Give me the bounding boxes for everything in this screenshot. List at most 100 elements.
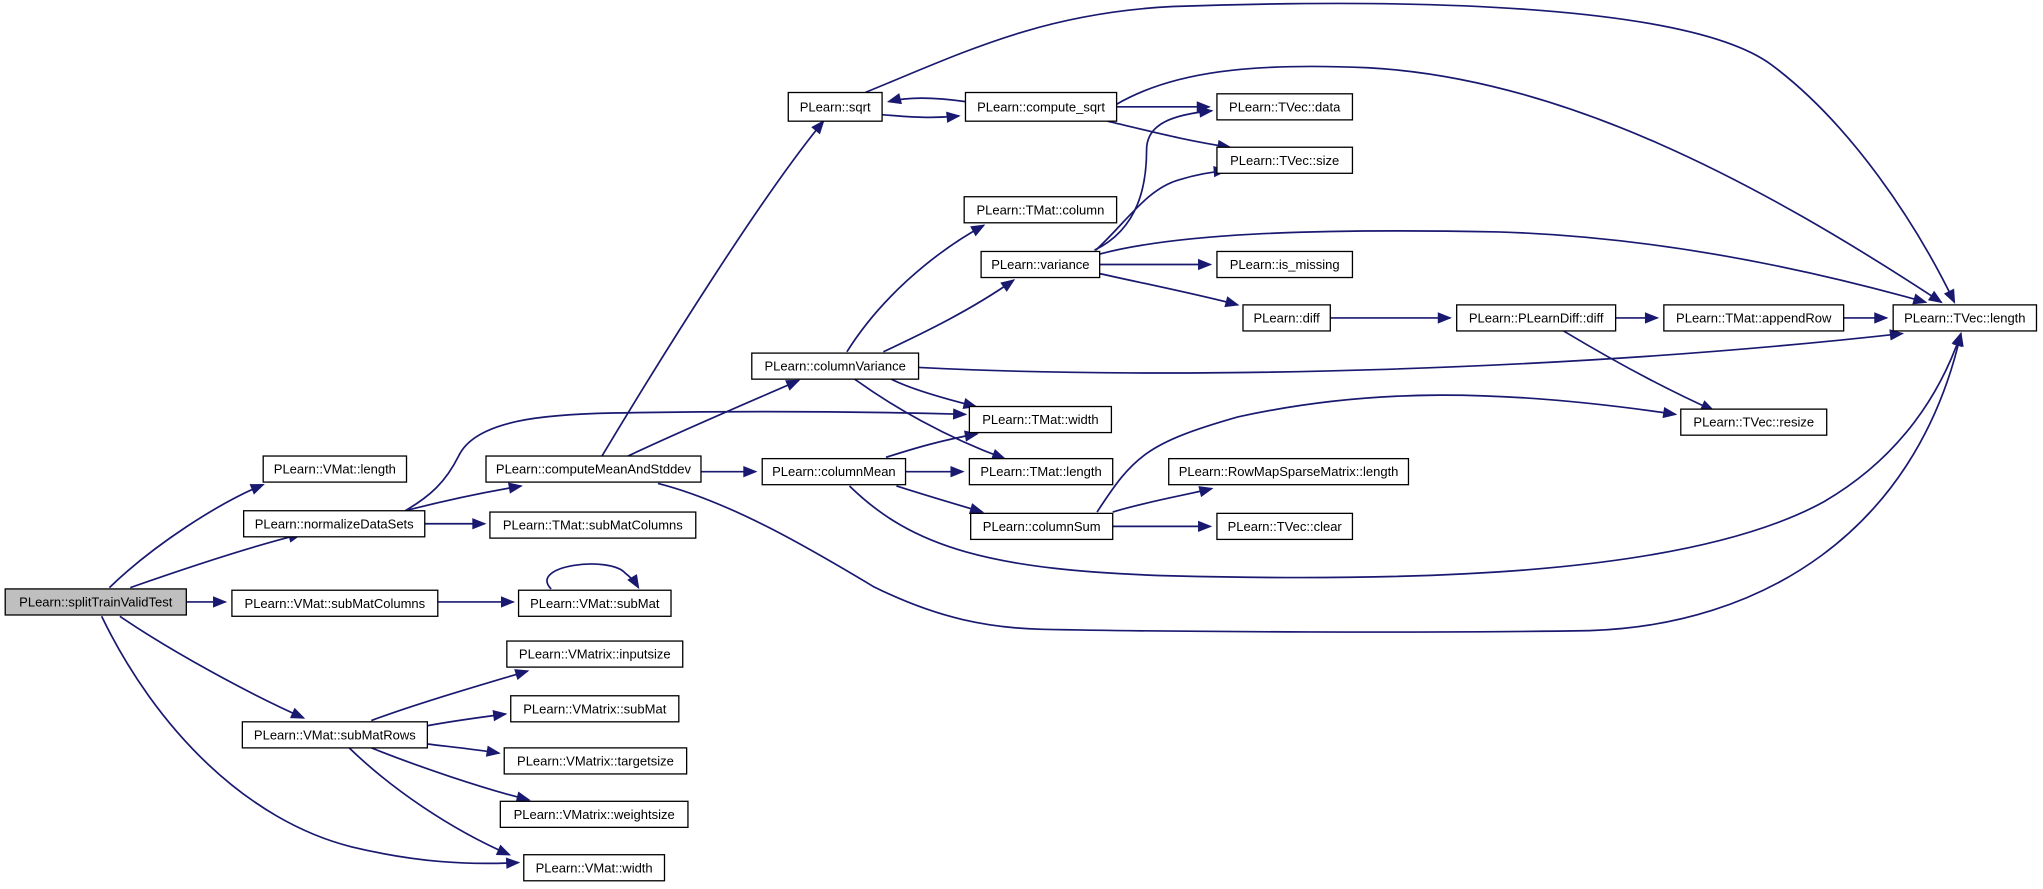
node-splitTrainValidTest[interactable]: PLearn::splitTrainValidTest	[4, 588, 187, 616]
edge-compute_sqrt-to-tvec_data	[1116, 101, 1211, 113]
node-computeMeanAndStddev[interactable]: PLearn::computeMeanAndStddev	[485, 455, 702, 483]
edge-vmat_subMat-to-vmat_subMat	[546, 563, 640, 590]
node-label: PLearn::VMat::subMat	[530, 596, 660, 611]
node-vmat-subMatColumns[interactable]: PLearn::VMat::subMatColumns	[231, 589, 439, 617]
node-box	[485, 455, 702, 483]
edge-plearndiff_diff-to-tvec_resize	[1563, 330, 1715, 412]
node-tmat-column[interactable]: PLearn::TMat::column	[963, 196, 1118, 224]
node-tmat-appendRow[interactable]: PLearn::TMat::appendRow	[1663, 304, 1845, 332]
node-compute-sqrt[interactable]: PLearn::compute_sqrt	[964, 91, 1118, 122]
edge-columnMean-to-tmat_length	[905, 466, 965, 478]
node-tvec-length[interactable]: PLearn::TVec::length	[1892, 304, 2038, 332]
edge-columnSum-to-rowmap_length	[1112, 486, 1214, 513]
node-label: PLearn::VMat::subMatRows	[254, 727, 416, 742]
node-label: PLearn::VMat::length	[274, 462, 396, 477]
edge-computeMeanAndStddev-to-sqrt	[601, 119, 825, 457]
node-normalizeDataSets[interactable]: PLearn::normalizeDataSets	[242, 510, 426, 538]
node-label: PLearn::VMatrix::targetsize	[517, 753, 674, 768]
edge-columnSum-to-tvec_clear	[1112, 520, 1213, 533]
node-label: PLearn::RowMapSparseMatrix::length	[1179, 464, 1399, 479]
node-box	[1242, 304, 1331, 332]
node-tmat-length[interactable]: PLearn::TMat::length	[968, 457, 1114, 486]
node-box	[4, 588, 187, 616]
node-label: PLearn::columnSum	[983, 519, 1101, 534]
node-box	[499, 800, 689, 829]
node-columnVariance[interactable]: PLearn::columnVariance	[751, 352, 920, 380]
node-box	[1216, 512, 1354, 541]
node-vmat-subMat[interactable]: PLearn::VMat::subMat	[517, 589, 672, 617]
edge-diff-to-plearndiff_diff	[1330, 312, 1452, 324]
edge-vmat_subMatColumns-to-vmat_subMat	[437, 596, 516, 608]
node-columnMean[interactable]: PLearn::columnMean	[761, 457, 907, 486]
node-box	[1216, 93, 1354, 121]
node-label: PLearn::normalizeDataSets	[255, 516, 414, 531]
node-tvec-size[interactable]: PLearn::TVec::size	[1216, 146, 1354, 174]
edge-sqrt-to-compute_sqrt	[882, 111, 961, 123]
node-label: PLearn::TVec::size	[1230, 153, 1339, 168]
node-label: PLearn::sqrt	[800, 99, 871, 114]
node-vmatrix-inputsize[interactable]: PLearn::VMatrix::inputsize	[506, 640, 684, 668]
node-box	[1663, 304, 1845, 332]
node-vmat-length[interactable]: PLearn::VMat::length	[262, 455, 408, 483]
node-sqrt[interactable]: PLearn::sqrt	[787, 91, 883, 122]
node-box	[761, 457, 907, 486]
node-vmat-width[interactable]: PLearn::VMat::width	[523, 854, 666, 882]
node-label: PLearn::diff	[1254, 310, 1321, 325]
edge-tmat_appendRow-to-tvec_length	[1843, 312, 1889, 324]
edge-sqrt-to-tvec_length	[864, 2, 1956, 304]
node-tmat-width[interactable]: PLearn::TMat::width	[968, 405, 1113, 434]
edge-vmat_subMatRows-to-vmatrix_subMat	[427, 710, 508, 727]
node-label: PLearn::TMat::length	[980, 464, 1101, 479]
node-tmat-subMatColumns[interactable]: PLearn::TMat::subMatColumns	[489, 511, 697, 539]
node-box	[963, 196, 1118, 224]
node-label: PLearn::columnMean	[772, 464, 896, 479]
node-tvec-data[interactable]: PLearn::TVec::data	[1216, 93, 1354, 121]
node-box	[503, 747, 688, 775]
node-label: PLearn::VMat::subMatColumns	[245, 596, 426, 611]
node-rowmap-length[interactable]: PLearn::RowMapSparseMatrix::length	[1168, 457, 1410, 486]
node-label: PLearn::TVec::data	[1229, 99, 1341, 114]
edge-compute_sqrt-to-tvec_size	[1107, 120, 1232, 152]
node-tvec-clear[interactable]: PLearn::TVec::clear	[1216, 512, 1354, 541]
node-label: PLearn::VMat::width	[536, 860, 653, 875]
edge-compute_sqrt-to-tvec_length	[1116, 65, 1943, 304]
node-vmatrix-subMat[interactable]: PLearn::VMatrix::subMat	[510, 695, 680, 723]
node-variance[interactable]: PLearn::variance	[980, 250, 1101, 279]
node-vmat-subMatRows[interactable]: PLearn::VMat::subMatRows	[241, 721, 429, 749]
node-box	[523, 854, 666, 882]
node-plearndiff-diff[interactable]: PLearn::PLearnDiff::diff	[1456, 304, 1617, 332]
node-vmatrix-targetsize[interactable]: PLearn::VMatrix::targetsize	[503, 747, 688, 775]
edge-computeMeanAndStddev-to-columnVariance	[627, 379, 801, 457]
node-label: PLearn::VMatrix::subMat	[523, 701, 666, 716]
node-box	[506, 640, 684, 668]
node-label: PLearn::TVec::clear	[1228, 519, 1343, 534]
node-box	[262, 455, 408, 483]
node-box	[241, 721, 429, 749]
edge-columnVariance-to-tmat_column	[846, 224, 986, 353]
node-box	[964, 91, 1118, 122]
node-columnSum[interactable]: PLearn::columnSum	[970, 512, 1114, 541]
node-box	[517, 589, 672, 617]
node-label: PLearn::TMat::appendRow	[1676, 310, 1832, 325]
edge-normalizeDataSets-to-tmat_width	[404, 408, 968, 512]
node-vmatrix-weightsize[interactable]: PLearn::VMatrix::weightsize	[499, 800, 689, 829]
node-box	[1456, 304, 1617, 332]
edge-computeMeanAndStddev-to-columnMean	[700, 466, 758, 478]
edge-splitTrainValidTest-to-vmat_subMatRows	[119, 615, 306, 719]
node-label: PLearn::PLearnDiff::diff	[1469, 310, 1604, 325]
edge-normalizeDataSets-to-tmat_subMatColumns	[424, 518, 487, 530]
edge-columnVariance-to-variance	[883, 279, 1016, 353]
node-is-missing[interactable]: PLearn::is_missing	[1216, 250, 1354, 279]
edge-splitTrainValidTest-to-vmat_width	[100, 615, 521, 869]
edge-variance-to-is_missing	[1099, 258, 1213, 271]
node-label: PLearn::TVec::resize	[1693, 415, 1814, 430]
edge-splitTrainValidTest-to-vmat_length	[108, 483, 265, 589]
edge-variance-to-tvec_data	[1094, 106, 1214, 251]
edge-columnMean-to-columnSum	[896, 485, 985, 515]
node-box	[1216, 146, 1354, 174]
edge-normalizeDataSets-to-computeMeanAndStddev	[404, 482, 523, 512]
node-label: PLearn::is_missing	[1230, 257, 1340, 272]
node-diff[interactable]: PLearn::diff	[1242, 304, 1331, 332]
node-tvec-resize[interactable]: PLearn::TVec::resize	[1680, 408, 1828, 436]
